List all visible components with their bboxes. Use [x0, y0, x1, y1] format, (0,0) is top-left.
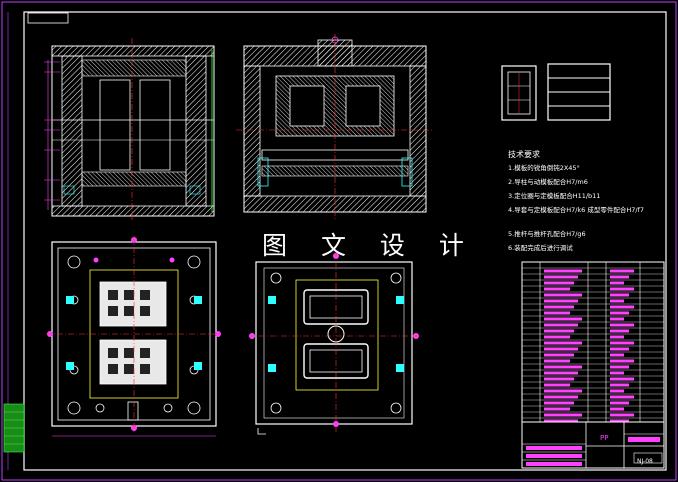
- parts-list-row-material: [610, 413, 634, 417]
- front-section-view: [44, 38, 215, 222]
- parts-list-row-text: [544, 287, 570, 291]
- parts-list-row-material: [610, 383, 629, 387]
- product-views: [501, 63, 611, 121]
- requirement-1: 1.模板的锐角倒钝2X45°: [508, 164, 580, 172]
- parts-list-row-text: [544, 401, 574, 405]
- parts-list-row-text: [544, 269, 582, 273]
- parts-list-row-material: [610, 347, 629, 351]
- requirement-4: 4.导套与定模板配合H7/k6 成型零件配合H7/f7: [508, 206, 645, 214]
- moving-half-plan-view: [46, 236, 222, 437]
- title-block: [521, 421, 665, 469]
- parts-list-row-text: [544, 305, 574, 309]
- parts-list-row-material: [610, 287, 634, 291]
- parts-list-row-material: [610, 395, 634, 399]
- parts-list-row-material: [610, 401, 629, 405]
- parts-list-row-text: [544, 299, 578, 303]
- parts-list-row-text: [544, 353, 574, 357]
- parts-list-row-material: [610, 281, 624, 285]
- parts-list-row-material: [610, 335, 624, 339]
- title-block-drawing-number: NJ-08: [637, 458, 653, 465]
- parts-list-row-text: [544, 359, 570, 363]
- parts-list-row-material: [610, 311, 629, 315]
- parts-list-row-text: [544, 341, 582, 345]
- parts-list-row-material: [610, 329, 629, 333]
- corner-tag-top: [27, 12, 69, 24]
- parts-list-row-material: [610, 323, 634, 327]
- parts-list-row-material: [610, 377, 634, 381]
- parts-list-row-material: [610, 407, 624, 411]
- parts-list-row-material: [610, 317, 624, 321]
- parts-list-row-text: [544, 365, 582, 369]
- requirement-3: 3.定位圈与定模板配合H11/b11: [508, 192, 601, 200]
- inner-frame: [23, 11, 667, 471]
- parts-list-row-text: [544, 281, 574, 285]
- parts-list-row-material: [610, 371, 624, 375]
- parts-list-row-text: [544, 317, 582, 321]
- requirement-5: 5.推杆与推杆孔配合H7/g6: [508, 230, 586, 238]
- parts-list-row-text: [544, 335, 570, 339]
- title-block-material: PP: [600, 434, 609, 442]
- parts-list-row-text: [544, 329, 574, 333]
- side-section-view: [236, 34, 432, 220]
- parts-list-row-text: [544, 419, 578, 423]
- revision-block: [3, 403, 25, 453]
- parts-list-row-text: [544, 293, 582, 297]
- parts-list-row-text: [544, 347, 578, 351]
- parts-list-row-material: [610, 269, 634, 273]
- parts-list-table: [521, 261, 665, 423]
- watermark-text: 图 文 设 计: [262, 231, 477, 260]
- parts-list-row-material: [610, 305, 634, 309]
- requirement-2: 2.导柱与动模板配合H7/m6: [508, 178, 588, 186]
- parts-list-row-text: [544, 311, 570, 315]
- parts-list-row-material: [610, 389, 624, 393]
- parts-list-row-text: [544, 323, 578, 327]
- fixed-half-plan-view: [248, 250, 422, 435]
- parts-list-row-text: [544, 371, 578, 375]
- parts-list-row-text: [544, 275, 578, 279]
- technical-requirements-title: 技术要求: [508, 150, 540, 159]
- parts-list-row-text: [544, 383, 570, 387]
- parts-list-row-text: [544, 407, 570, 411]
- requirement-6: 6.装配完成后进行调试: [508, 244, 573, 252]
- parts-list-row-text: [544, 389, 582, 393]
- parts-list-row-text: [544, 395, 578, 399]
- parts-list-row-material: [610, 419, 629, 423]
- parts-list-row-material: [610, 359, 634, 363]
- parts-list-row-material: [610, 275, 629, 279]
- parts-list-row-material: [610, 299, 624, 303]
- parts-list-row-material: [610, 293, 629, 297]
- parts-list-row-text: [544, 413, 582, 417]
- parts-list-row-material: [610, 353, 624, 357]
- parts-list-row-material: [610, 365, 629, 369]
- parts-list-row-material: [610, 341, 634, 345]
- parts-list-row-text: [544, 377, 574, 381]
